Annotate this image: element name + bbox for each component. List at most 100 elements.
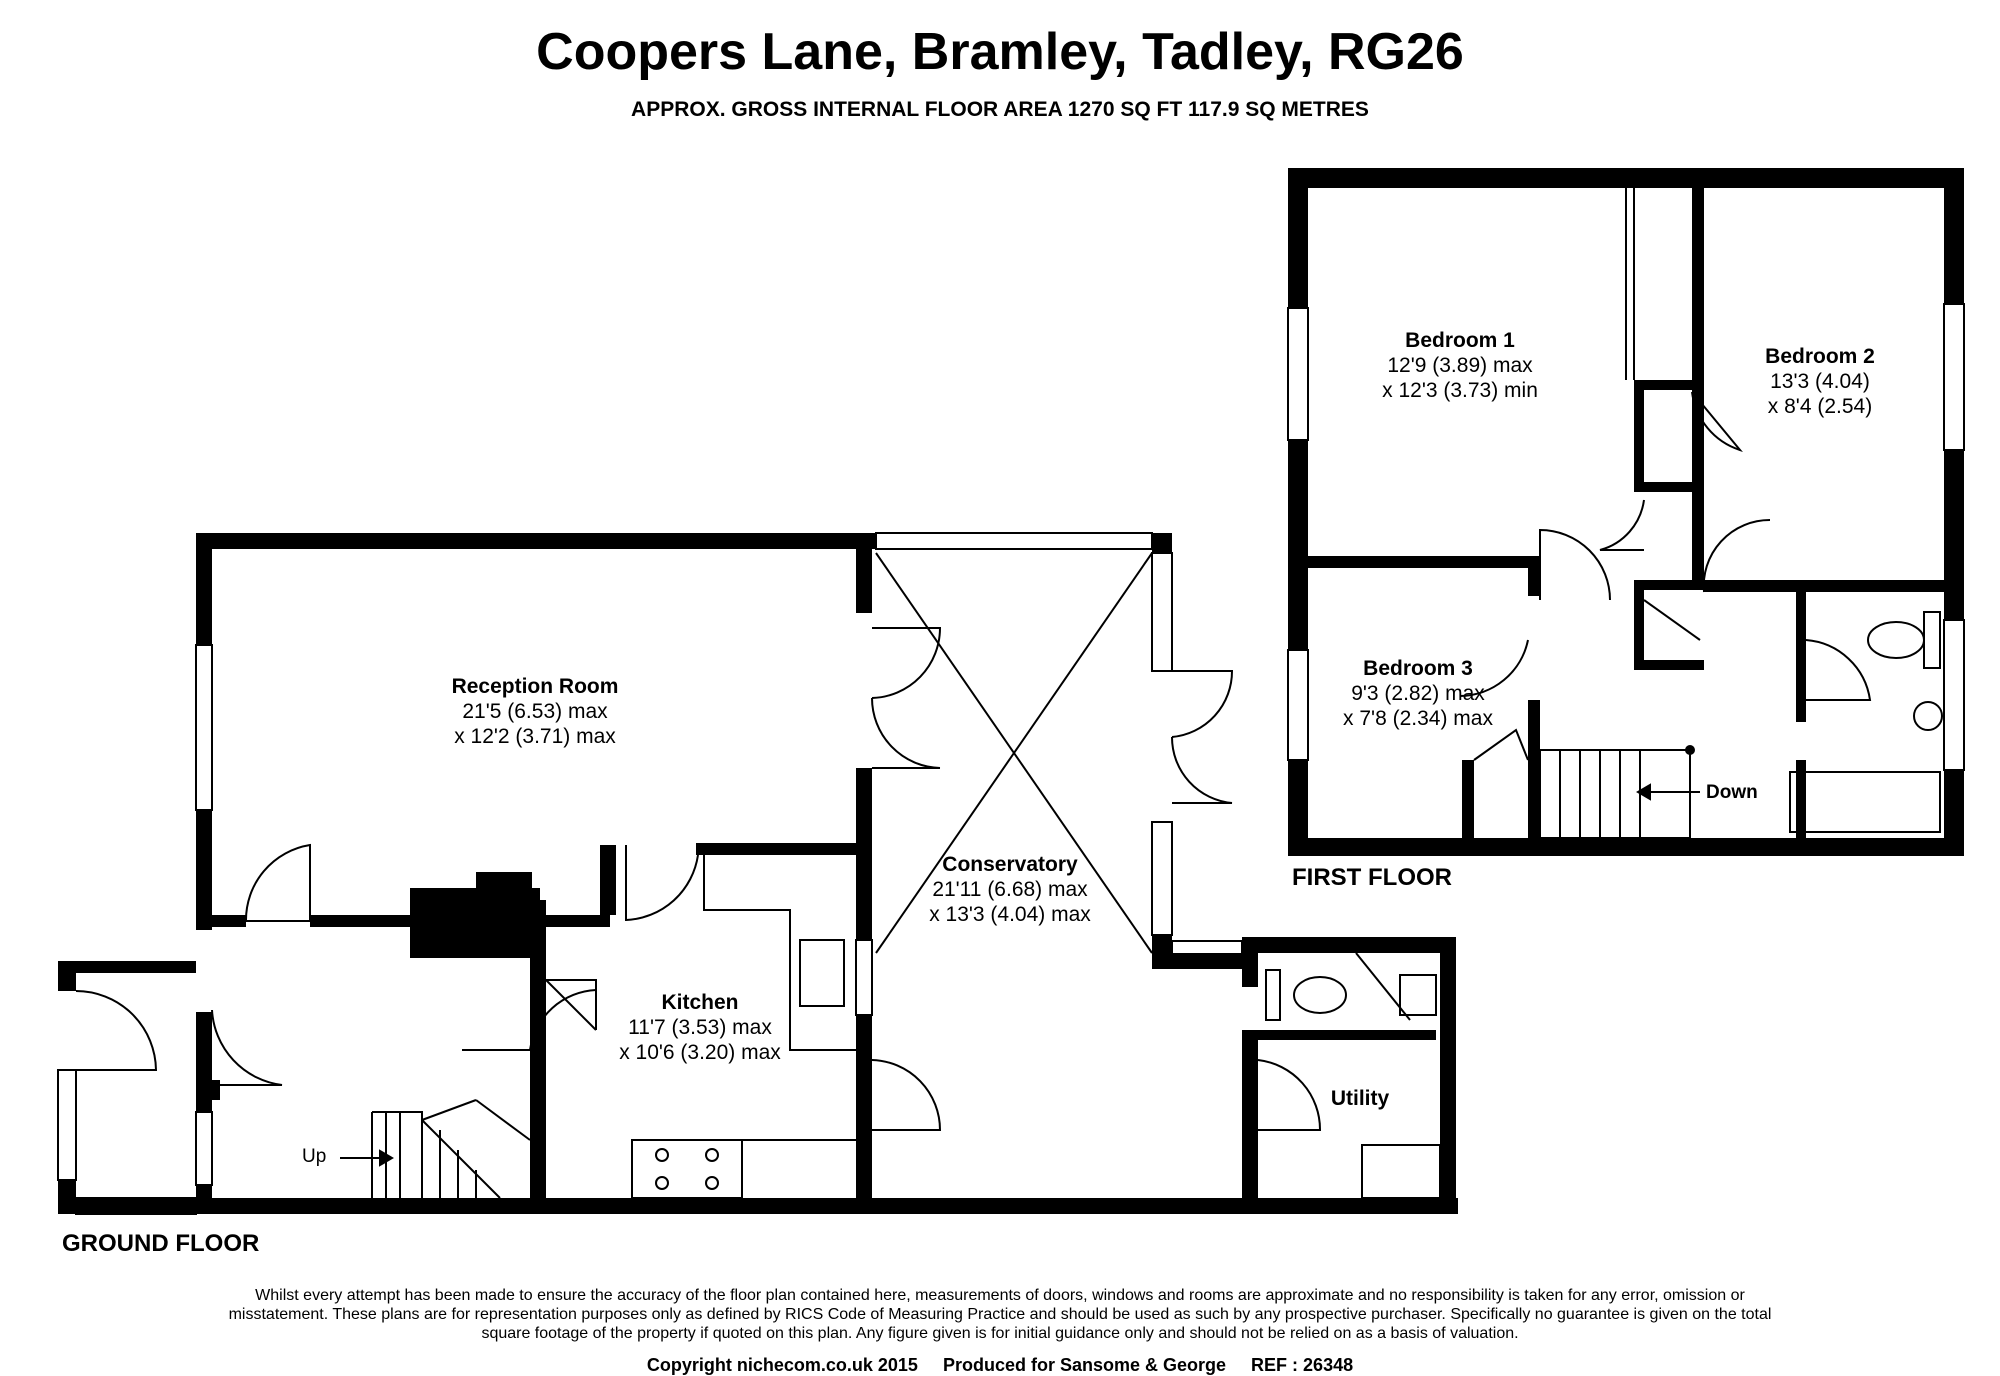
door-swing xyxy=(1171,670,1234,738)
room-name: Bedroom 2 xyxy=(1765,345,1875,368)
wall xyxy=(1242,937,1454,953)
room-dimension: 12'9 (3.89) max xyxy=(1387,354,1533,377)
room-dimension: 21'5 (6.53) max xyxy=(462,700,608,723)
ground-floor-label: GROUND FLOOR xyxy=(62,1230,260,1257)
wall xyxy=(1152,935,1172,955)
window xyxy=(1151,821,1173,936)
room-name: Utility xyxy=(1330,1087,1390,1110)
room-name: Reception Room xyxy=(451,675,619,698)
wall xyxy=(1152,953,1242,969)
room-dimension: x 12'3 (3.73) min xyxy=(1382,379,1538,402)
page-title: Coopers Lane, Bramley, Tadley, RG26 xyxy=(536,23,1464,81)
wall xyxy=(1796,760,1806,850)
wall xyxy=(1242,1030,1258,1214)
first-floor-plan xyxy=(1288,168,1964,856)
ground-floor-details xyxy=(57,532,1441,1215)
room-dimension: x 12'2 (3.71) max xyxy=(454,725,616,748)
wall xyxy=(196,533,212,645)
room-utility: Utility xyxy=(1300,1086,1420,1111)
wall xyxy=(1634,580,1644,670)
door-swing xyxy=(1702,518,1771,593)
door-swing xyxy=(871,1059,942,1131)
hob-ring xyxy=(655,1176,669,1190)
door-swing xyxy=(462,989,597,1051)
wall xyxy=(58,961,76,991)
wall xyxy=(1288,760,1308,856)
wall xyxy=(1944,168,1964,304)
wall xyxy=(1634,660,1704,670)
room-dimension: 11'7 (3.53) max xyxy=(628,1016,772,1039)
door-swing xyxy=(1257,1059,1322,1131)
wall xyxy=(1528,556,1540,596)
wall xyxy=(1288,168,1308,308)
wall xyxy=(1944,770,1964,856)
bath xyxy=(1789,771,1941,833)
disclaimer-text: Whilst every attempt has been made to en… xyxy=(228,1287,1772,1342)
door-swing xyxy=(75,990,158,1071)
room-name: Kitchen xyxy=(661,991,739,1014)
room-dimension: x 10'6 (3.20) max xyxy=(619,1041,781,1064)
wall xyxy=(1796,592,1806,722)
wall xyxy=(1462,760,1474,850)
window xyxy=(875,532,1153,550)
utility-unit xyxy=(1361,1144,1441,1199)
roof-diagonal xyxy=(875,552,1153,954)
room-bedroom-2: Bedroom 2 13'3 (4.04) x 8'4 (2.54) xyxy=(1720,344,1920,419)
door-swing xyxy=(1473,728,1529,761)
window xyxy=(855,939,873,1016)
wall xyxy=(530,900,546,1200)
room-bedroom-1: Bedroom 1 12'9 (3.89) max x 12'3 (3.73) … xyxy=(1340,328,1580,403)
door-swing xyxy=(1599,499,1645,551)
wall xyxy=(1440,937,1456,1214)
window xyxy=(1151,552,1173,672)
wall xyxy=(856,533,872,613)
washbasin xyxy=(1399,974,1437,1016)
window xyxy=(75,1197,197,1215)
wall xyxy=(196,810,212,930)
window xyxy=(1943,303,1965,451)
window xyxy=(57,1069,77,1181)
first-floor-details xyxy=(1287,188,1965,839)
wall xyxy=(1634,482,1692,492)
room-name: Conservatory xyxy=(942,853,1078,876)
door-swing xyxy=(1643,599,1701,641)
first-floor-label: FIRST FLOOR xyxy=(1292,864,1452,891)
wall xyxy=(58,1180,76,1214)
wall xyxy=(1258,1030,1436,1040)
door-swing xyxy=(211,1009,283,1086)
wall xyxy=(76,961,196,973)
window xyxy=(1171,940,1243,956)
window xyxy=(1943,619,1965,771)
toilet-cistern xyxy=(1265,969,1281,1021)
staircase xyxy=(372,1111,423,1198)
footer: Copyright nichecom.co.uk 2015 Produced f… xyxy=(0,1355,2000,1375)
wall xyxy=(1152,533,1172,553)
wall xyxy=(1242,937,1258,987)
wall xyxy=(1634,380,1644,490)
footer-copyright: Copyright nichecom.co.uk 2015 xyxy=(646,1355,918,1375)
wall xyxy=(1634,380,1692,390)
wall xyxy=(856,1015,872,1200)
door-swing xyxy=(871,697,941,769)
wall xyxy=(58,1198,1458,1214)
wall xyxy=(1528,700,1540,850)
wall xyxy=(1634,580,1704,590)
wall xyxy=(410,888,540,958)
room-dimension: 13'3 (4.04) xyxy=(1770,370,1870,393)
toilet xyxy=(1293,976,1347,1014)
wall xyxy=(196,533,876,549)
staircase xyxy=(1539,749,1691,839)
wall xyxy=(600,845,616,915)
cupboard-door xyxy=(546,979,597,1030)
door-swing xyxy=(1355,952,1411,1021)
wall xyxy=(1944,450,1964,620)
cupboard xyxy=(545,979,597,1031)
window xyxy=(195,1111,213,1186)
wall xyxy=(696,843,868,855)
stairs-up-label: Up xyxy=(302,1146,327,1167)
hob xyxy=(631,1139,743,1199)
door-swing xyxy=(1170,736,1233,804)
room-conservatory: Conservatory 21'11 (6.68) max x 13'3 (4.… xyxy=(880,852,1140,927)
room-dimension: x 7'8 (2.34) max xyxy=(1343,707,1493,730)
